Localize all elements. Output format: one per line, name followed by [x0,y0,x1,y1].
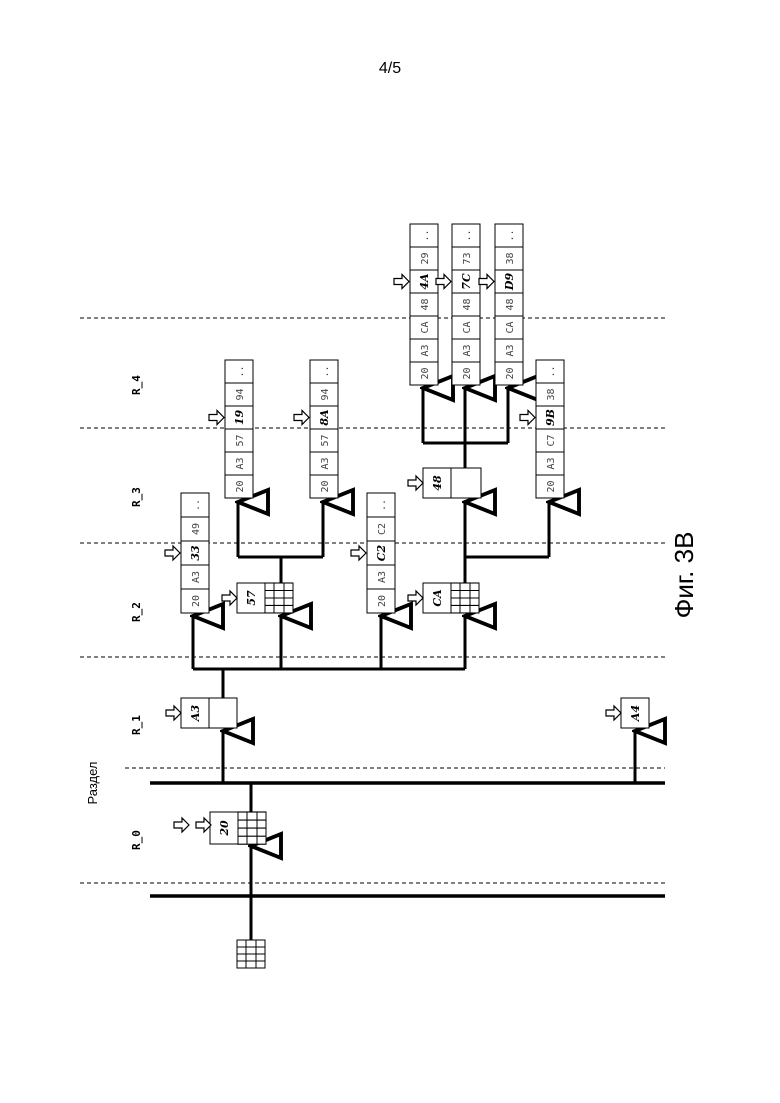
node-r2-b-key: 57 [245,590,258,606]
node-r3-c-key: 48 [431,475,444,491]
record-cell-text: 49 [191,523,202,535]
record-cell-text: .. [320,365,331,377]
pointer-arrow-icon [606,706,621,720]
record-cell-text: .. [462,229,473,241]
record-cell-text: .. [377,499,388,511]
record-cell-text: C2 [375,544,388,561]
node-r2-c: 20A3C2C2.. [351,493,395,613]
node-r4-a: 20 A3 CA 48 4A 29.. [394,224,438,385]
records: 20A33349..20A3C2C2..20A3571994..20A3578A… [165,224,564,613]
record-cell-text: 57 [235,434,246,446]
record-cell-text: .. [420,229,431,241]
node-r1-main-key: A3 [189,705,202,723]
level-label-r0: R_0 [130,830,143,850]
record-cell-text: C7 [546,434,557,446]
record-cell-text: .. [546,365,557,377]
record-cell-text: A3 [191,571,202,583]
node-r2-b-block-icon [265,583,293,613]
node-r1-side: A4 [606,698,649,728]
record-cell-text: A3 [420,344,431,356]
record-cell-text: 38 [505,252,516,264]
node-r3-d: 20 A3 C7 9B 38.. [520,360,564,498]
level-label-r4: R_4 [130,375,143,395]
record-cell-text: .. [505,229,516,241]
pointer-arrow-icon [165,546,180,560]
pointer-arrow-icon [408,591,423,605]
record-cell-text: 48 [420,298,431,310]
node-r0-block-icon [238,812,266,844]
record-cell-text: 20 [377,595,388,607]
node-r1-side-key: A4 [629,705,642,722]
record-cell-text: 20 [546,480,557,492]
pointer-arrow-icon [174,818,189,832]
record-cell-text: 4A [418,273,431,290]
pointer-arrow-icon [294,411,309,425]
pointer-arrow-icon [520,411,535,425]
node-r2-b: 57 [222,583,293,613]
record-cell-text: A3 [235,457,246,469]
record-cell-text: 73 [462,252,473,264]
node-r2-a: 20 A3 33 49.. [165,493,209,613]
connectors [193,388,635,940]
record-cell-text: C2 [377,523,388,535]
record-cell-text: 20 [505,367,516,379]
node-r2-d-key: CA [431,589,444,607]
pointer-arrow-icon [222,591,237,605]
record-cell-text: 20 [320,480,331,492]
record-cell-text: A3 [546,457,557,469]
root-block-icon [237,940,265,968]
record-cell-text: A3 [505,344,516,356]
pointer-arrow-icon [408,476,423,490]
level-labels: R_0 R_1 R_2 R_3 R_4 Раздел [85,375,143,850]
pointer-arrow-icon [479,275,494,289]
record-cell-text: A3 [462,344,473,356]
record-cell-text: A3 [320,457,331,469]
figure-caption: Фиг. 3B [669,532,699,619]
pointer-arrow-icon [209,411,224,425]
record-cell-text: 38 [546,388,557,400]
pointer-arrow-icon [166,706,181,720]
pointer-arrow-icon [394,275,409,289]
pointer-arrow-icon [351,546,366,560]
record-cell-text: 19 [233,410,246,426]
level-label-r2: R_2 [130,602,143,622]
level-label-r1: R_1 [130,715,143,735]
record-cell-text: A3 [377,571,388,583]
node-r2-d: CA [408,583,479,613]
level-label-r3: R_3 [130,487,143,507]
record-cell-text: 94 [235,388,246,400]
record-cell-text: 48 [505,298,516,310]
record-cell-text: .. [235,365,246,377]
node-r0: 20 [174,812,266,844]
record-cell-text: 9B [544,409,557,426]
record-cell-text: 33 [189,545,202,561]
record-cell-text: 20 [191,595,202,607]
record-cell-text: 48 [462,298,473,310]
record-cell-text: 29 [420,252,431,264]
record-cell-text: 20 [462,367,473,379]
node-r3-a: 20 A3 57 19 94.. [209,360,253,498]
pointer-arrow-icon [196,818,211,832]
node-r0-key: 20 [218,820,231,837]
partition-label: Раздел [85,762,100,805]
node-r3-b: 20 A3 57 8A 94.. [294,360,338,498]
record-cell-text: 20 [420,367,431,379]
record-cell-text: .. [191,499,202,511]
node-r4-b: 20 A3 CA 48 7C 73.. [436,224,480,385]
record-cell-text: CA [462,321,473,333]
node-r1-main: A3 [166,698,237,728]
record-cell-text: D9 [503,273,516,292]
record-cell-text: 94 [320,388,331,400]
node-r4-c: 20 A3 CA 48 D9 38.. [479,224,523,385]
node-r2-d-block-icon [451,583,479,613]
record-cell-text: 7C [460,273,473,290]
record-cell-text: CA [420,321,431,333]
record-cell-text: 57 [320,434,331,446]
record-cell-text: 8A [318,409,331,426]
record-cell-text: 20 [235,480,246,492]
record-cell-text: CA [505,321,516,333]
node-r3-c: 48 [408,468,481,498]
